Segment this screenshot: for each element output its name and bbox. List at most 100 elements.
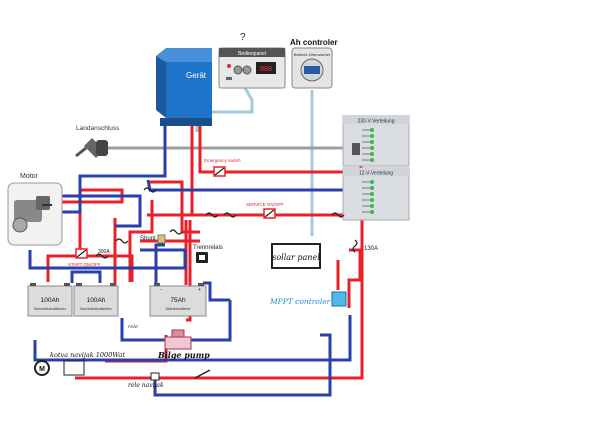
solar-panel-label: sollar panel bbox=[272, 253, 320, 262]
shunt-body bbox=[157, 234, 166, 244]
status-led bbox=[370, 198, 374, 202]
device-side bbox=[156, 56, 166, 118]
battery-terminal bbox=[154, 283, 160, 286]
battery-terminal bbox=[64, 283, 70, 286]
distribution-230v: 230-V-Verteilung bbox=[342, 115, 410, 167]
status-led bbox=[370, 186, 374, 190]
status-led bbox=[370, 192, 374, 196]
mppt-label: MPPT controler bbox=[269, 297, 331, 306]
shunt-label: Shunt bbox=[140, 236, 156, 242]
shore-power-label: Landanschluss bbox=[76, 125, 120, 132]
panel-switch[interactable] bbox=[226, 77, 232, 80]
battery-body bbox=[27, 285, 73, 317]
panel-knob-icon[interactable] bbox=[233, 65, 243, 75]
fuse-icon bbox=[331, 212, 345, 218]
ah-controller-title: Ah controler bbox=[290, 38, 338, 47]
fuse-130a: 130A bbox=[352, 239, 378, 253]
winch-relay: rele navijak bbox=[128, 369, 211, 389]
battery-label: Starterbatterie bbox=[165, 306, 191, 311]
distribution-230v-label: 230-V-Verteilung bbox=[358, 119, 395, 125]
start-switch[interactable]: START ON/OFF bbox=[68, 248, 101, 267]
battery-body bbox=[73, 285, 119, 317]
fuse-icon bbox=[205, 212, 219, 218]
mppt-body bbox=[331, 291, 347, 307]
winch-motor-symbol: M bbox=[39, 366, 45, 373]
status-led bbox=[370, 152, 374, 156]
winch-box bbox=[63, 360, 85, 376]
status-led bbox=[370, 146, 374, 150]
distribution-230v-header bbox=[343, 116, 409, 124]
service-switch-label: SERVICE ON/OFF bbox=[246, 202, 284, 207]
distribution-12v-header bbox=[343, 168, 409, 176]
relay-label: Trennrelais bbox=[193, 245, 223, 251]
ah-controller-subtitle: Batterie-Überwacher bbox=[294, 52, 331, 57]
bilge-pump: Bilge pump bbox=[157, 329, 210, 360]
device-top bbox=[156, 48, 212, 62]
winch-relay-label: rele navijak bbox=[128, 382, 164, 389]
emergency-switch-label: Emergency switch bbox=[204, 158, 241, 163]
control-panel-screen bbox=[256, 62, 276, 74]
anchor-winch: kotva navijak 1000Wat M bbox=[34, 351, 125, 376]
fuse-icon bbox=[223, 212, 237, 218]
fuse-icon bbox=[115, 238, 129, 244]
battery-capacity: 75Ah bbox=[170, 297, 186, 304]
battery-label: Bordnetzbatterien bbox=[80, 306, 112, 311]
solar-panel: sollar panel bbox=[271, 243, 321, 269]
control-panel-question: ? bbox=[240, 32, 246, 43]
battery-body bbox=[149, 285, 207, 317]
shore-plug-icon bbox=[75, 138, 108, 158]
panel-knob-icon[interactable] bbox=[242, 65, 252, 75]
motor-label: Motor bbox=[20, 173, 39, 180]
distribution-230v-breaker bbox=[352, 143, 360, 155]
isolation-relay: Trennrelais bbox=[193, 245, 223, 263]
distribution-12v-body bbox=[342, 167, 410, 221]
battery-minus: - bbox=[160, 287, 162, 293]
inline-fuses bbox=[115, 187, 345, 244]
battery-2: 100Ah Bordnetzbatterien bbox=[73, 283, 119, 317]
device-front bbox=[166, 62, 212, 118]
fuse-300a: 300A bbox=[95, 249, 110, 259]
motor: Motor bbox=[7, 173, 63, 246]
bilge-pump-base bbox=[164, 336, 192, 350]
winch-motor-icon bbox=[34, 360, 50, 376]
control-panel-display: 888 bbox=[260, 66, 272, 73]
fuse-130a-label: 130A bbox=[364, 246, 378, 252]
distribution-12v-label: 12-V-Verteilung bbox=[359, 171, 393, 177]
relay-window bbox=[199, 255, 205, 260]
fuse-300a-label: 300A bbox=[98, 249, 110, 255]
solar-panel-body bbox=[271, 243, 321, 269]
shore-power: Landanschluss bbox=[75, 125, 120, 158]
battery-terminal bbox=[76, 283, 82, 286]
ah-controller-screen bbox=[304, 66, 320, 74]
battery-terminal bbox=[30, 283, 36, 286]
fuse-icon bbox=[95, 253, 109, 259]
start-switch-label: START ON/OFF bbox=[68, 262, 101, 267]
battery-terminal bbox=[198, 283, 204, 286]
battery-capacity: 100Ah bbox=[41, 297, 60, 304]
distribution-12v: 12-V-Verteilung bbox=[342, 167, 410, 221]
device-unit: Gerät bbox=[156, 48, 212, 126]
rele-small-label: rele bbox=[128, 324, 138, 330]
status-led bbox=[370, 158, 374, 162]
fuse-icon bbox=[169, 229, 183, 235]
status-led bbox=[370, 180, 374, 184]
winch-relay-body bbox=[150, 372, 160, 381]
motor-engine-icon bbox=[12, 196, 52, 233]
distribution-230v-leds bbox=[362, 128, 374, 162]
panel-led bbox=[227, 64, 231, 68]
control-panel: ? Bedienpanel 888 bbox=[218, 32, 286, 89]
battery-terminal bbox=[110, 283, 116, 286]
battery-label: Bordnetzbatterien bbox=[34, 306, 66, 311]
battery-1: 100Ah Bordnetzbatterien bbox=[27, 283, 73, 317]
status-led bbox=[370, 140, 374, 144]
ah-controller: Ah controler Batterie-Überwacher bbox=[290, 38, 338, 89]
status-led bbox=[370, 210, 374, 214]
winch-switch-icon[interactable] bbox=[194, 369, 211, 379]
emergency-switch[interactable]: Emergency switch bbox=[204, 158, 241, 177]
battery-plus: + bbox=[198, 287, 201, 293]
control-panel-header bbox=[219, 48, 285, 57]
service-switch[interactable]: SERVICE ON/OFF bbox=[246, 202, 284, 219]
status-led bbox=[370, 134, 374, 138]
